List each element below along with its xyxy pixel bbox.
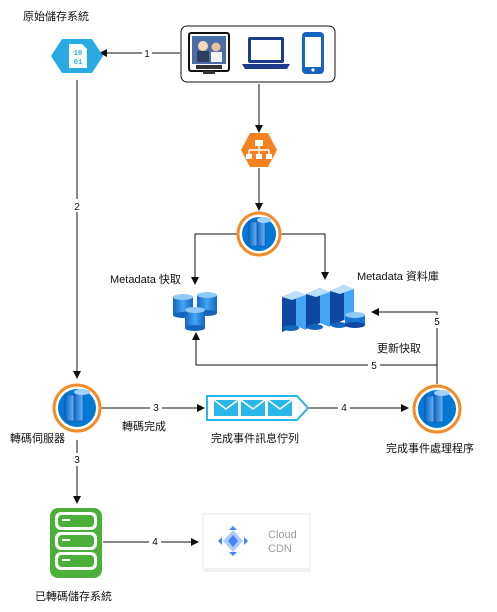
transcode-done-label: 轉碼完成 xyxy=(122,419,166,433)
edge-queue-to-handler: 4 xyxy=(308,401,409,414)
edge-label-1: 1 xyxy=(144,49,150,60)
phone-client-icon xyxy=(302,32,324,74)
edge-label-3a: 3 xyxy=(153,403,159,414)
metadata-cache-label: Metadata 快取 xyxy=(110,273,181,286)
metadata-db-node[interactable]: Metadata 資料庫 xyxy=(282,269,439,332)
database-servers-icon xyxy=(282,285,365,332)
cdn-icon xyxy=(218,526,248,556)
binary-line-1: 10 xyxy=(74,50,82,58)
original-storage-label: 原始儲存系統 xyxy=(23,9,89,23)
queue-label: 完成事件訊息佇列 xyxy=(211,431,299,445)
transcode-server-label: 轉碼伺服器 xyxy=(10,432,65,445)
edge-api-to-db xyxy=(280,233,329,280)
edge-original-to-transcode: 2 xyxy=(71,80,83,379)
edge-label-5a: 5 xyxy=(434,317,440,328)
transcoded-storage-node[interactable]: 已轉碼儲存系統 xyxy=(35,508,112,603)
transcoded-storage-label: 已轉碼儲存系統 xyxy=(35,589,112,603)
metadata-db-label: Metadata 資料庫 xyxy=(357,269,439,283)
update-cache-label: 更新快取 xyxy=(377,341,421,355)
message-queue-node[interactable]: 完成事件訊息佇列 xyxy=(206,395,310,445)
edge-label-2: 2 xyxy=(74,202,80,213)
edge-transcode-to-queue: 3 xyxy=(101,401,205,414)
edge-label-5b: 5 xyxy=(371,361,377,372)
handler-label: 完成事件處理程序 xyxy=(386,441,474,455)
edge-label-4a: 4 xyxy=(341,403,347,414)
completion-handler-node[interactable]: 完成事件處理程序 xyxy=(386,384,474,455)
laptop-client-icon xyxy=(242,37,290,69)
edge-transcode-to-storage: 3 xyxy=(71,440,83,504)
load-balancer-node[interactable] xyxy=(241,133,277,167)
cdn-label-line1: Cloud xyxy=(268,529,297,541)
cdn-label-line2: CDN xyxy=(268,543,292,555)
cloud-cdn-node[interactable]: Cloud CDN xyxy=(202,513,311,572)
edge-handler-to-db: 5 xyxy=(371,308,443,384)
metadata-cache-node[interactable]: Metadata 快取 xyxy=(110,273,217,331)
edge-api-to-cache xyxy=(191,233,238,285)
edge-handler-to-cache: 5 xyxy=(192,332,438,384)
cache-database-icon xyxy=(173,292,217,331)
original-storage-node[interactable]: 原始儲存系統 10 01 xyxy=(23,9,103,73)
edge-clients-to-original: 1 xyxy=(99,46,180,60)
edge-label-3b: 3 xyxy=(74,455,80,466)
transcode-server-node[interactable]: 轉碼伺服器 xyxy=(10,383,102,445)
edge-storage-to-cdn: 4 xyxy=(103,535,199,548)
clients-group[interactable] xyxy=(180,25,336,83)
binary-line-2: 01 xyxy=(74,59,82,67)
api-server-node[interactable] xyxy=(236,211,282,257)
edge-label-4b: 4 xyxy=(152,537,158,548)
green-storage-icon xyxy=(50,508,102,578)
tv-client-icon xyxy=(188,32,230,74)
